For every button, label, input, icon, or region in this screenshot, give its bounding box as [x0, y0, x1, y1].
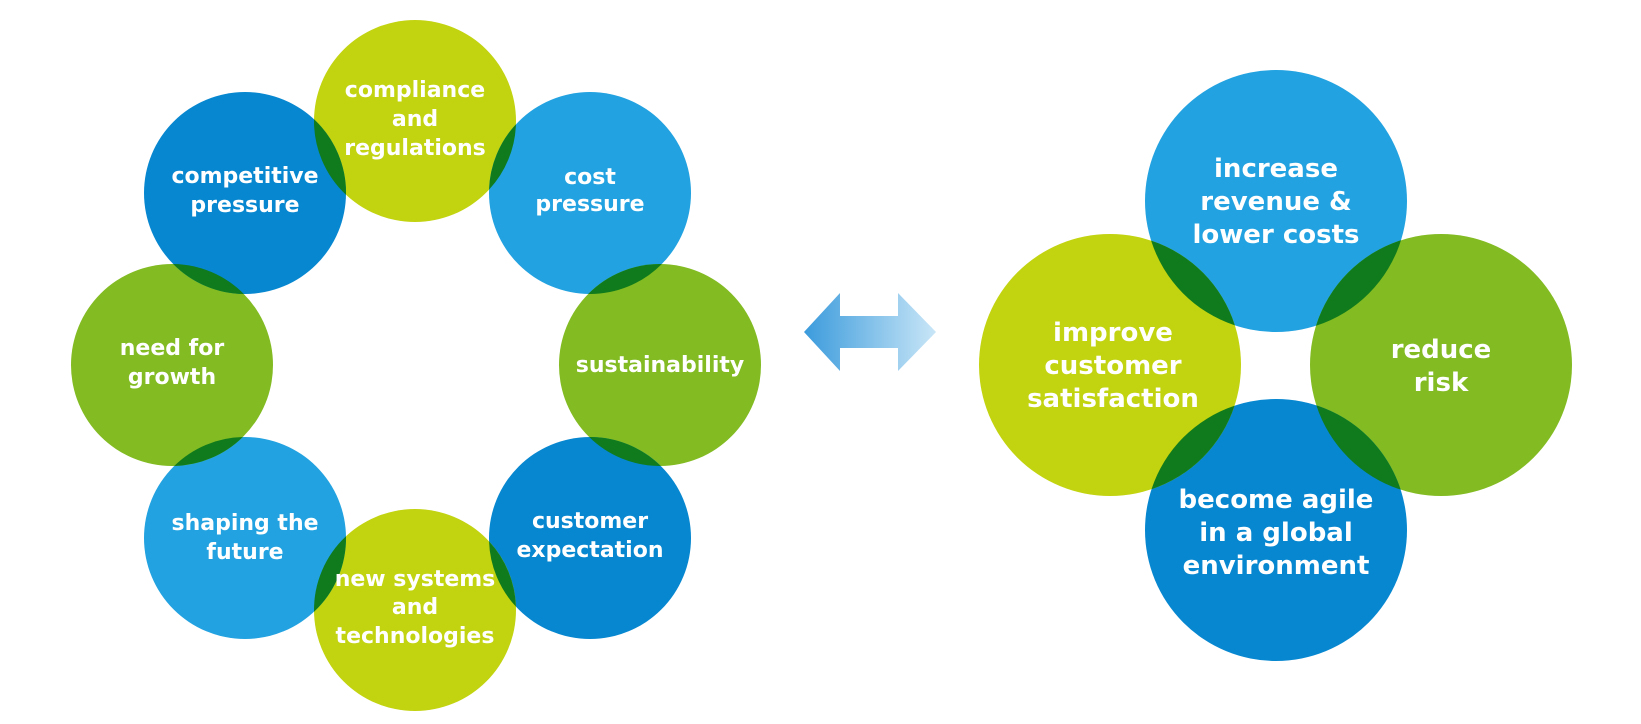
driver-circle-shaping-future	[144, 437, 346, 639]
driver-label-growth-line: growth	[128, 365, 216, 390]
driver-label-shaping-future-line: future	[206, 540, 283, 565]
driver-label-new-systems-line: new systems	[335, 567, 496, 592]
driver-overlap	[589, 437, 661, 466]
goal-overlap	[1151, 405, 1235, 490]
goal-label-risk-line: reduce	[1391, 335, 1492, 365]
driver-label-customer-expectation-line: expectation	[516, 538, 663, 563]
goal-circle-risk	[1310, 234, 1572, 496]
goal-label-revenue-line: revenue &	[1200, 187, 1351, 217]
goal-label-agile-line: environment	[1183, 551, 1370, 581]
driver-circle-compliance	[314, 20, 516, 222]
driver-overlap	[489, 541, 516, 607]
driver-circle-customer-expectation	[489, 437, 691, 639]
driver-label-shaping-future: shaping the future	[171, 511, 318, 565]
driver-label-sustainability: sustainability	[576, 353, 745, 378]
goal-label-satisfaction-line: customer	[1044, 351, 1181, 381]
driver-circle-growth	[71, 264, 273, 466]
driver-label-new-systems-line: and	[392, 595, 438, 620]
drivers-overlaps	[173, 119, 662, 612]
goal-label-risk-line: risk	[1414, 368, 1469, 398]
driver-label-new-systems: new systems and technologies	[335, 567, 496, 649]
driver-label-competitive-line: competitive	[171, 164, 318, 189]
goal-label-agile-line: become agile	[1179, 485, 1374, 515]
double-arrow-icon	[804, 293, 936, 371]
driver-label-competitive-line: pressure	[190, 193, 299, 218]
goals-cluster	[979, 70, 1572, 661]
driver-label-growth: need for growth	[120, 336, 225, 390]
driver-label-shaping-future-line: shaping the	[171, 511, 318, 536]
goal-label-revenue-line: increase	[1214, 154, 1338, 184]
goal-circle-satisfaction	[979, 234, 1241, 496]
driver-overlap	[174, 437, 243, 466]
driver-label-cost-line: pressure	[535, 192, 644, 217]
driver-overlap	[313, 536, 347, 612]
driver-label-customer-expectation-line: customer	[532, 509, 648, 534]
driver-label-growth-line: need for	[120, 336, 225, 361]
driver-overlap	[173, 264, 244, 294]
goal-overlap	[1151, 240, 1235, 326]
driver-overlap	[313, 119, 347, 195]
driver-label-compliance: compliance and regulations	[344, 78, 486, 161]
goal-circle-agile	[1145, 399, 1407, 661]
goal-label-agile-line: in a global	[1199, 518, 1353, 548]
driver-label-compliance-line: compliance	[345, 78, 485, 103]
driver-label-customer-expectation: customer expectation	[516, 509, 663, 563]
goal-label-satisfaction-line: satisfaction	[1027, 384, 1199, 414]
goal-overlap	[1316, 240, 1401, 326]
goals-overlaps	[1151, 240, 1401, 490]
driver-circle-new-systems	[314, 509, 516, 711]
driver-label-new-systems-line: technologies	[336, 624, 495, 649]
drivers-ring	[71, 20, 761, 711]
driver-circle-cost	[489, 92, 691, 294]
driver-circle-sustainability	[559, 264, 761, 466]
goal-label-revenue-line: lower costs	[1193, 220, 1360, 250]
driver-label-compliance-line: regulations	[344, 136, 486, 161]
goal-overlap	[1316, 405, 1401, 490]
driver-label-compliance-line: and	[392, 107, 438, 132]
goal-label-satisfaction-line: improve	[1053, 318, 1173, 348]
driver-label-cost-line: cost	[564, 165, 616, 190]
driver-label-competitive: competitive pressure	[171, 164, 318, 218]
driver-circle-competitive	[144, 92, 346, 294]
driver-label-sustainability-line: sustainability	[576, 353, 745, 378]
goal-circle-revenue	[1145, 70, 1407, 332]
driver-overlap	[588, 264, 662, 294]
driver-overlap	[489, 124, 516, 190]
